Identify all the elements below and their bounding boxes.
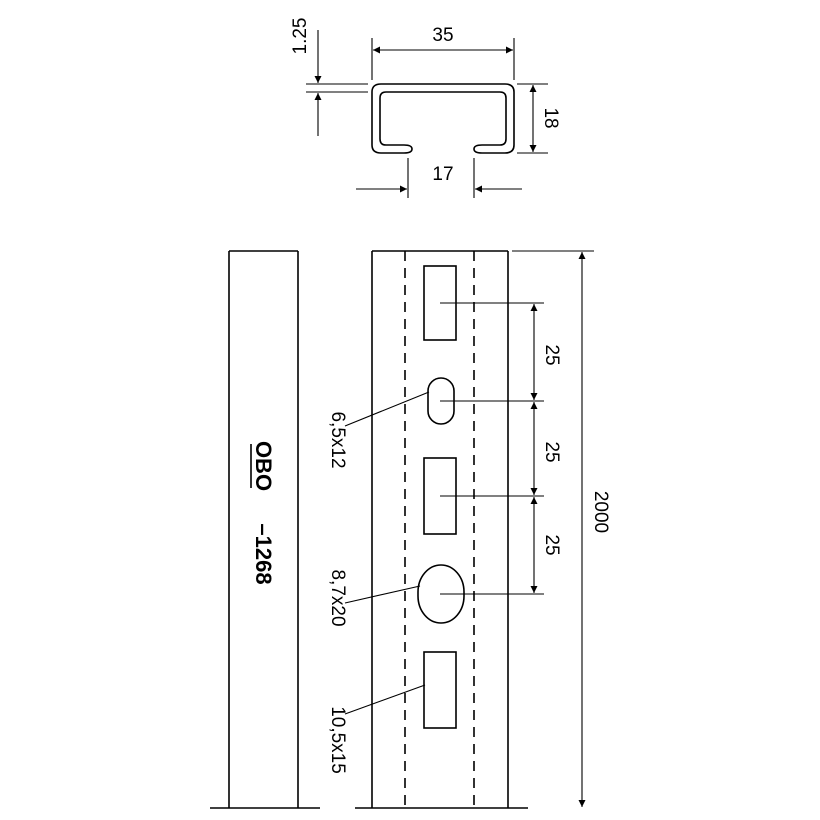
part-number: –1268 xyxy=(251,523,276,584)
leader-line xyxy=(344,684,426,715)
hole-label-large-oval: 8,7x20 xyxy=(327,569,348,626)
length-label: 2000 xyxy=(590,491,611,533)
pitch-label: 25 xyxy=(541,344,562,365)
opening-label: 17 xyxy=(432,164,453,185)
thickness-label: 1.25 xyxy=(290,18,311,55)
hole-label-small-oval: 6,5x12 xyxy=(327,411,348,468)
pitch-label: 25 xyxy=(541,441,562,462)
pitch-label: 25 xyxy=(541,534,562,555)
rail-view: 25 25 25 2000 6,5x12 8,7x20 10,5x15 xyxy=(327,250,611,809)
brand-mark: OBO xyxy=(251,441,276,491)
rect-slot xyxy=(423,651,457,729)
leader-line xyxy=(344,391,430,427)
leader-line xyxy=(344,585,421,604)
height-label: 18 xyxy=(540,107,561,128)
front-view: OBO –1268 xyxy=(210,250,320,809)
rail-marking: OBO –1268 xyxy=(250,441,276,585)
width-label: 35 xyxy=(432,25,453,46)
profile-section: 35 18 1.25 17 xyxy=(290,18,561,198)
hole-label-rect: 10,5x15 xyxy=(327,706,348,774)
profile-outline xyxy=(371,83,515,154)
